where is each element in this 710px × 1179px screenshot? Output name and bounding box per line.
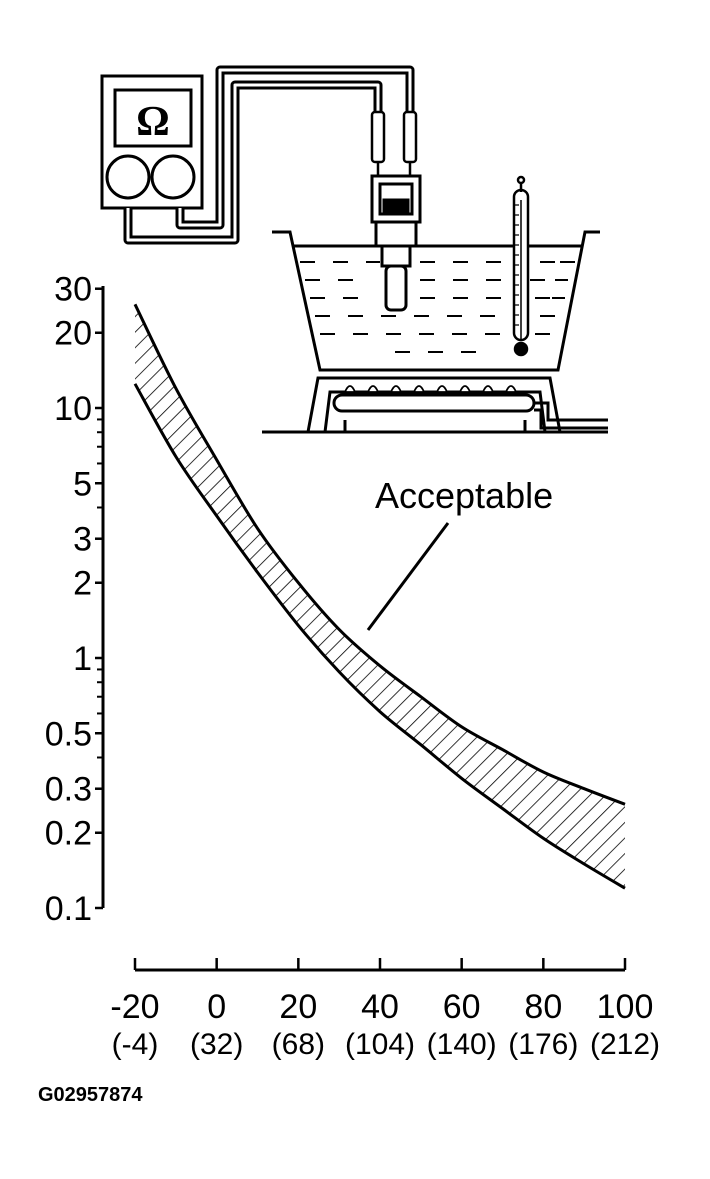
acceptable-band-fill	[135, 304, 625, 889]
x-tick-sublabel: (104)	[345, 1028, 415, 1061]
x-tick-label: 60	[443, 988, 481, 1026]
temperature-sensor-icon	[370, 174, 422, 312]
x-axis-ticks: -20(-4) 0(32) 20(68) 40(104) 60(140) 80(176) 1…	[110, 958, 660, 1061]
acceptable-band-upper-curve	[133, 303, 626, 806]
burner-icon	[262, 376, 608, 434]
y-tick-label: 0.3	[45, 771, 92, 809]
ohm-symbol: Ω	[136, 99, 170, 145]
x-tick-sublabel: (176)	[508, 1028, 578, 1061]
thermometer-icon	[512, 175, 530, 357]
y-tick-label: 10	[54, 390, 92, 428]
x-tick-label: 0	[207, 988, 226, 1026]
x-tick-sublabel: (68)	[272, 1028, 325, 1061]
y-tick-label: 3	[73, 521, 92, 559]
x-tick-label: -20	[110, 988, 159, 1026]
x-tick-label: 20	[279, 988, 317, 1026]
test-leads	[123, 65, 415, 245]
y-tick-label: 0.5	[45, 715, 92, 753]
probe-tips	[370, 110, 418, 180]
x-tick-label: 100	[597, 988, 654, 1026]
x-tick-label: 40	[361, 988, 399, 1026]
y-tick-label: 0.2	[45, 815, 92, 853]
acceptable-annotation-leader	[366, 522, 450, 631]
y-tick-label: 2	[73, 565, 92, 603]
y-tick-label: 5	[73, 465, 92, 503]
x-tick-sublabel: (32)	[190, 1028, 243, 1061]
acceptable-band-lower-curve	[133, 383, 626, 890]
x-tick-label: 80	[524, 988, 562, 1026]
acceptable-annotation: Acceptable	[375, 475, 553, 516]
y-tick-label: 0.1	[45, 890, 92, 928]
y-tick-label: 20	[54, 315, 92, 353]
test-setup-illustration: Ω	[100, 65, 608, 434]
ohmmeter-icon: Ω	[100, 74, 204, 210]
y-tick-label: 1	[73, 640, 92, 678]
water-pot-icon	[272, 230, 600, 372]
y-axis-ticks: 0.1 0.2 0.3 0.5 1 2 3 5 10 20 30	[45, 271, 103, 928]
x-tick-sublabel: (140)	[427, 1028, 497, 1061]
figure-id: G02957874	[38, 1084, 143, 1106]
x-tick-sublabel: (212)	[590, 1028, 660, 1061]
y-tick-label: 30	[54, 271, 92, 309]
x-tick-sublabel: (-4)	[112, 1028, 159, 1061]
